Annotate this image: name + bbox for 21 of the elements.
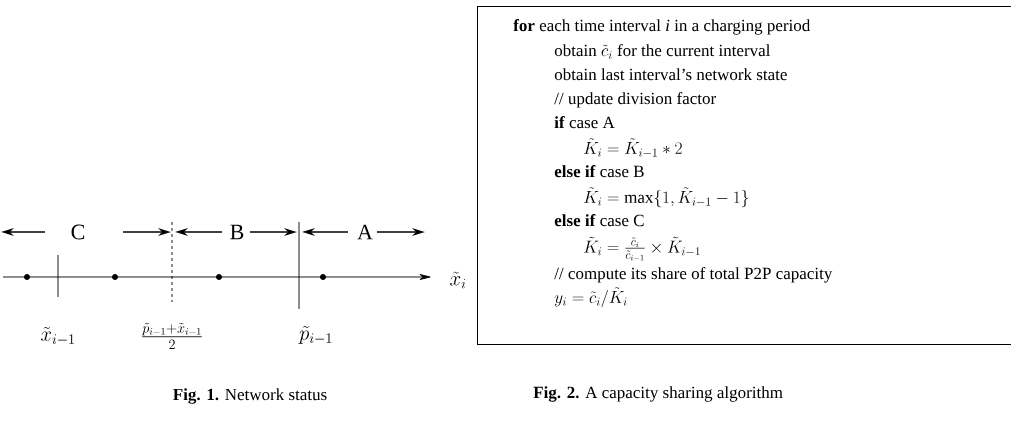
pseudocode-line: $\tilde{K}_i = \max\{1, \tilde{K}_{i-1} - 1\}$ (584, 187, 749, 208)
figure-caption: Fig. 1. Network status (173, 388, 327, 404)
pseudocode-line: if case A (554, 116, 615, 129)
pseudocode-line: // update division factor (554, 92, 716, 108)
pseudocode-line: // compute its share of total P2P capacity (554, 267, 833, 283)
pseudocode-line: else if case B (554, 165, 644, 178)
pseudocode-line: obtain last interval’s network state (554, 68, 787, 81)
axis-label: $\tilde{x}_i$ (450, 271, 466, 289)
region-label: B (230, 224, 244, 240)
figure-caption: Fig. 2. A capacity sharing algorithm (533, 386, 783, 402)
region-label: A (357, 224, 373, 240)
tick-label: $\tilde{x}_{i-1}$ (41, 327, 74, 344)
pseudocode-line: else if case C (554, 214, 644, 227)
region-label: C (71, 224, 85, 240)
pseudocode-line: $\text{obtain } \tilde{c}_i \text{ for the current interval}$ (554, 44, 771, 59)
pseudocode-line: $\tilde{K}_i = \frac{\tilde{c}_i}{\tilde{c}_{i-1}} \times \tilde{K}_{i-1}$ (584, 236, 700, 261)
pseudocode-line: $\tilde{K}_i = \tilde{K}_{i-1} * 2$ (584, 138, 682, 157)
tick-label: $\tilde{p}_{i-1}$ (298, 326, 332, 344)
tick-label: $\frac{\tilde{p}_{i-1}+\tilde{x}_{i-1}}{2}$ (141, 322, 202, 350)
pseudocode-line: $y_i = \tilde{c}_i / \tilde{K}_i$ (554, 287, 627, 308)
pseudocode-line: for each time interval i in a charging period (513, 19, 811, 35)
